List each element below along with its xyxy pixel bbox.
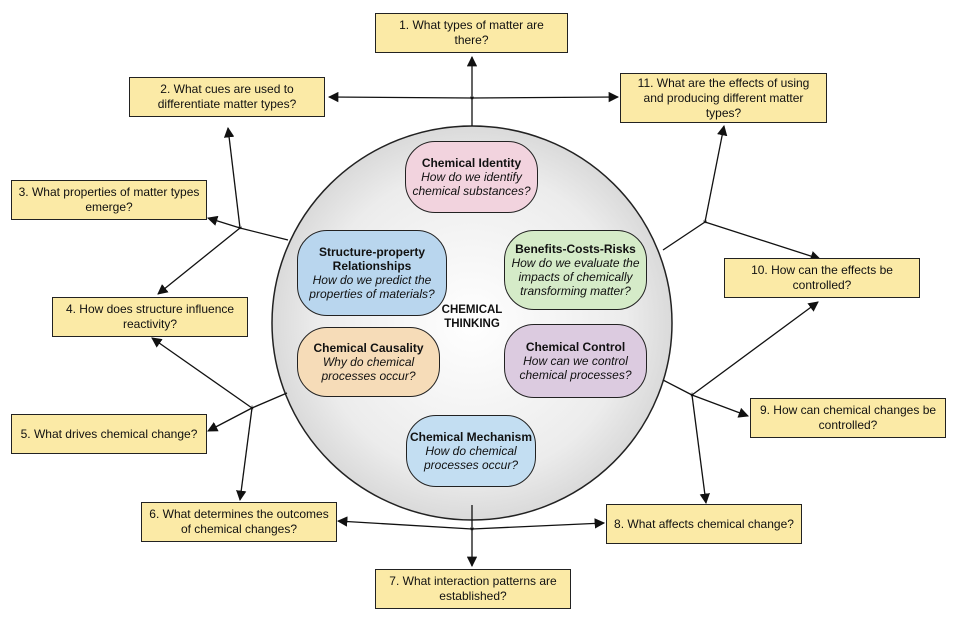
question-8: 8. What affects chemical change? xyxy=(606,504,802,544)
center-label-line1: CHEMICAL xyxy=(441,304,503,316)
junction-upper-left: * xyxy=(237,224,243,236)
arrow-to-q10-b xyxy=(691,301,819,396)
node-question: How do we predict the properties of mate… xyxy=(309,273,435,301)
arrow-to-q2-b xyxy=(223,126,241,229)
question-10: 10. How can the effects be controlled? xyxy=(724,258,920,298)
arrow-to-q10 xyxy=(704,221,821,262)
node-chemical-control: Chemical Control How can we control chem… xyxy=(504,324,647,398)
node-question: How do we identify chemical substances? xyxy=(412,170,531,198)
connector-lr-stem xyxy=(662,379,693,396)
node-question: How do chemical processes occur? xyxy=(423,444,519,472)
question-5: 5. What drives chemical change? xyxy=(11,414,207,454)
arrow-to-q5 xyxy=(207,407,253,432)
question-6: 6. What determines the outcomes of chemi… xyxy=(141,502,337,542)
junction-upper-right: * xyxy=(702,218,708,230)
arrow-to-q8 xyxy=(471,518,606,530)
node-chemical-identity: Chemical Identity How do we identify che… xyxy=(405,141,538,213)
junction-bottom: * xyxy=(469,525,475,537)
junction-top: * xyxy=(469,94,475,106)
question-9: 9. How can chemical changes be controlle… xyxy=(750,398,946,438)
node-benefits-costs-risks: Benefits-Costs-Risks How do we evaluate … xyxy=(504,230,647,310)
junction-lower-left: * xyxy=(249,404,255,416)
question-4: 4. How does structure influence reactivi… xyxy=(52,297,248,337)
node-title: Chemical Identity xyxy=(421,156,522,170)
arrow-to-q4-b xyxy=(151,337,253,409)
node-question: How do we evaluate the impacts of chemic… xyxy=(511,256,640,298)
question-3: 3. What properties of matter types emerg… xyxy=(11,180,207,220)
arrow-to-q11-b xyxy=(704,124,728,223)
connector-ul-stem xyxy=(239,227,289,241)
node-question: Why do chemical processes occur? xyxy=(321,355,416,383)
center-label: CHEMICAL THINKING xyxy=(432,303,512,331)
node-title: Benefits-Costs-Risks xyxy=(515,242,636,256)
question-2: 2. What cues are used to differentiate m… xyxy=(129,77,325,117)
connector-ll-stem xyxy=(251,392,288,409)
arrow-to-q2 xyxy=(327,91,473,103)
arrow-to-q6-b xyxy=(336,516,473,530)
node-structure-property: Structure-property Relationships How do … xyxy=(297,230,447,316)
node-question: How can we control chemical processes? xyxy=(519,354,632,382)
node-title: Chemical Control xyxy=(525,340,626,354)
node-title: Chemical Mechanism xyxy=(409,430,533,444)
node-title: Structure-property Relationships xyxy=(318,245,425,273)
question-11: 11. What are the effects of using and pr… xyxy=(620,73,827,123)
center-label-line2: THINKING xyxy=(444,318,500,330)
connector-ur-stem xyxy=(662,221,706,251)
arrow-to-q3 xyxy=(207,215,241,229)
arrow-to-q9 xyxy=(691,394,749,418)
node-chemical-causality: Chemical Causality Why do chemical proce… xyxy=(297,327,440,397)
arrow-to-q11 xyxy=(471,91,620,103)
node-title: Chemical Causality xyxy=(313,341,424,355)
arrow-to-q4 xyxy=(157,227,241,295)
arrow-to-q6 xyxy=(236,407,253,502)
arrow-to-q8-b xyxy=(691,394,710,505)
question-7: 7. What interaction patterns are establi… xyxy=(375,569,571,609)
junction-lower-right: * xyxy=(689,391,695,403)
question-1: 1. What types of matter are there? xyxy=(375,13,568,53)
node-chemical-mechanism: Chemical Mechanism How do chemical proce… xyxy=(406,415,536,487)
